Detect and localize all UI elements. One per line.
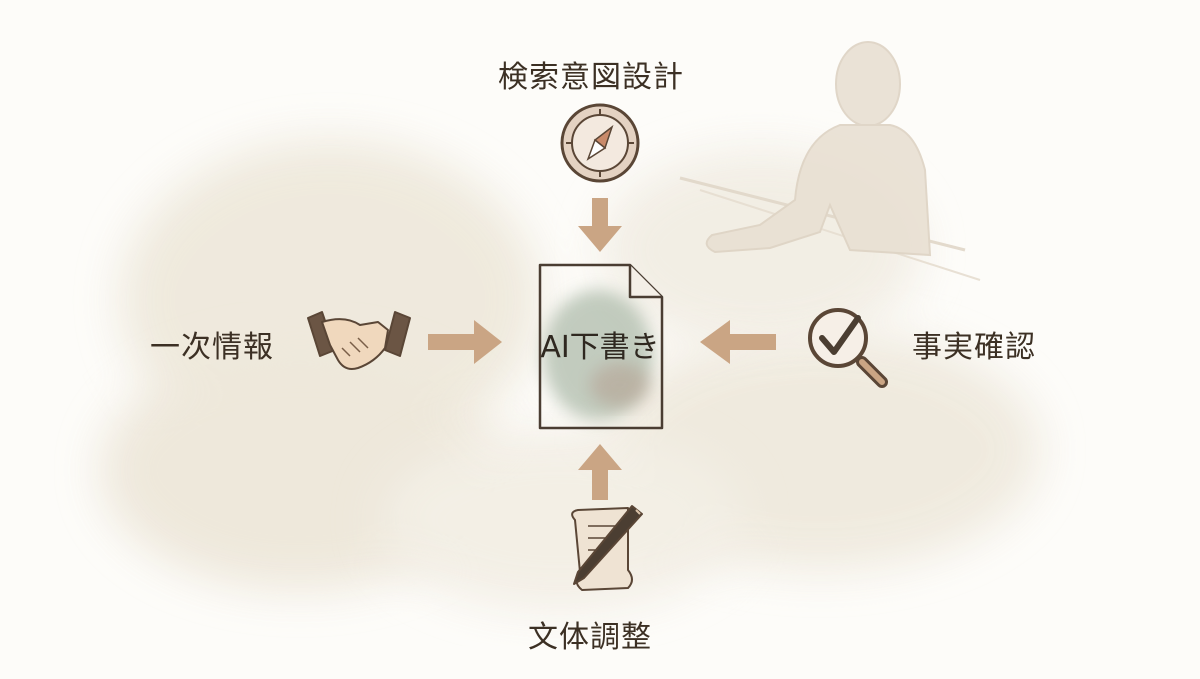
- arrow-left: [428, 320, 502, 364]
- scroll-pen-icon: [571, 505, 643, 591]
- center-label-ai-draft: AI下書き: [540, 330, 660, 365]
- input-label-style-adjustment: 文体調整: [528, 620, 652, 655]
- background-wash: [100, 140, 1040, 610]
- input-label-search-intent-design: 検索意図設計: [498, 60, 684, 95]
- person-figure: [679, 41, 981, 281]
- ai-draft-document: [538, 263, 664, 430]
- input-label-fact-check: 事実確認: [912, 330, 1036, 365]
- arrow-top: [578, 198, 622, 252]
- magnifier-check-icon: [808, 308, 888, 388]
- compass-icon: [560, 103, 640, 183]
- handshake-icon: [307, 311, 411, 370]
- input-label-primary-information: 一次情報: [150, 330, 274, 365]
- arrow-bottom: [578, 444, 622, 500]
- arrow-right: [700, 320, 776, 364]
